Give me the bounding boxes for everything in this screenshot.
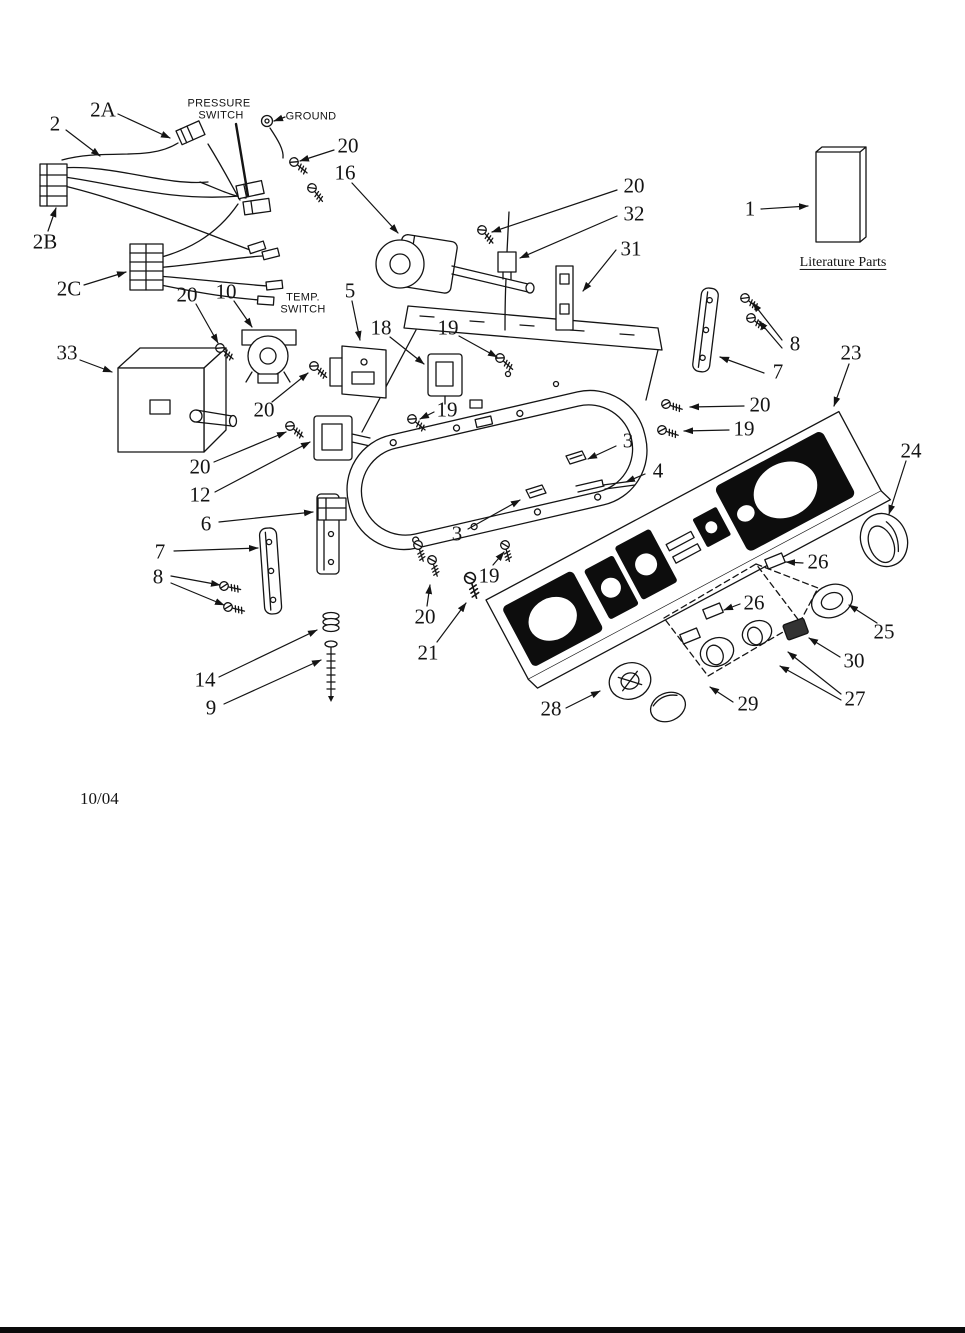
switch-18 — [427, 353, 463, 405]
switch-12 — [313, 415, 371, 461]
knob-29a — [699, 636, 735, 668]
console-panel-23 — [485, 410, 892, 689]
knob-29b — [741, 619, 773, 647]
clip-3a — [565, 450, 587, 465]
pressure-switch-pointer — [234, 122, 250, 198]
knob-skirt — [649, 691, 687, 723]
water-level-switch-33 — [117, 347, 238, 453]
clip-26c — [679, 627, 701, 645]
bracket-4 — [575, 479, 636, 493]
ground-terminal — [260, 114, 274, 128]
clip-26a — [764, 552, 786, 570]
bracket-6 — [317, 497, 347, 521]
rotary-switch-10 — [241, 329, 297, 384]
connector-2a — [175, 120, 206, 146]
bracket-5 — [329, 345, 387, 399]
bracket-31 — [555, 265, 574, 331]
page-bottom-edge — [0, 1327, 965, 1333]
knob-25 — [810, 583, 854, 619]
wire-harness — [39, 114, 284, 306]
timer-16 — [375, 234, 535, 294]
leader-lines — [47, 113, 907, 709]
part-30 — [782, 617, 809, 641]
knob-28 — [608, 662, 652, 700]
connector-2c — [129, 243, 164, 291]
grommet-14 — [322, 611, 340, 633]
end-cap-right — [692, 287, 719, 373]
connector-2b — [39, 163, 68, 207]
literature-parts-page — [815, 146, 867, 243]
knob-24 — [859, 512, 909, 568]
screw-9 — [324, 640, 338, 702]
end-cap-left — [258, 527, 283, 615]
switch-32 — [497, 211, 517, 331]
date-code: 10/04 — [80, 789, 119, 808]
clip-26b — [702, 602, 724, 620]
rear-panel-strip — [361, 305, 663, 433]
clip-3b — [525, 484, 547, 499]
